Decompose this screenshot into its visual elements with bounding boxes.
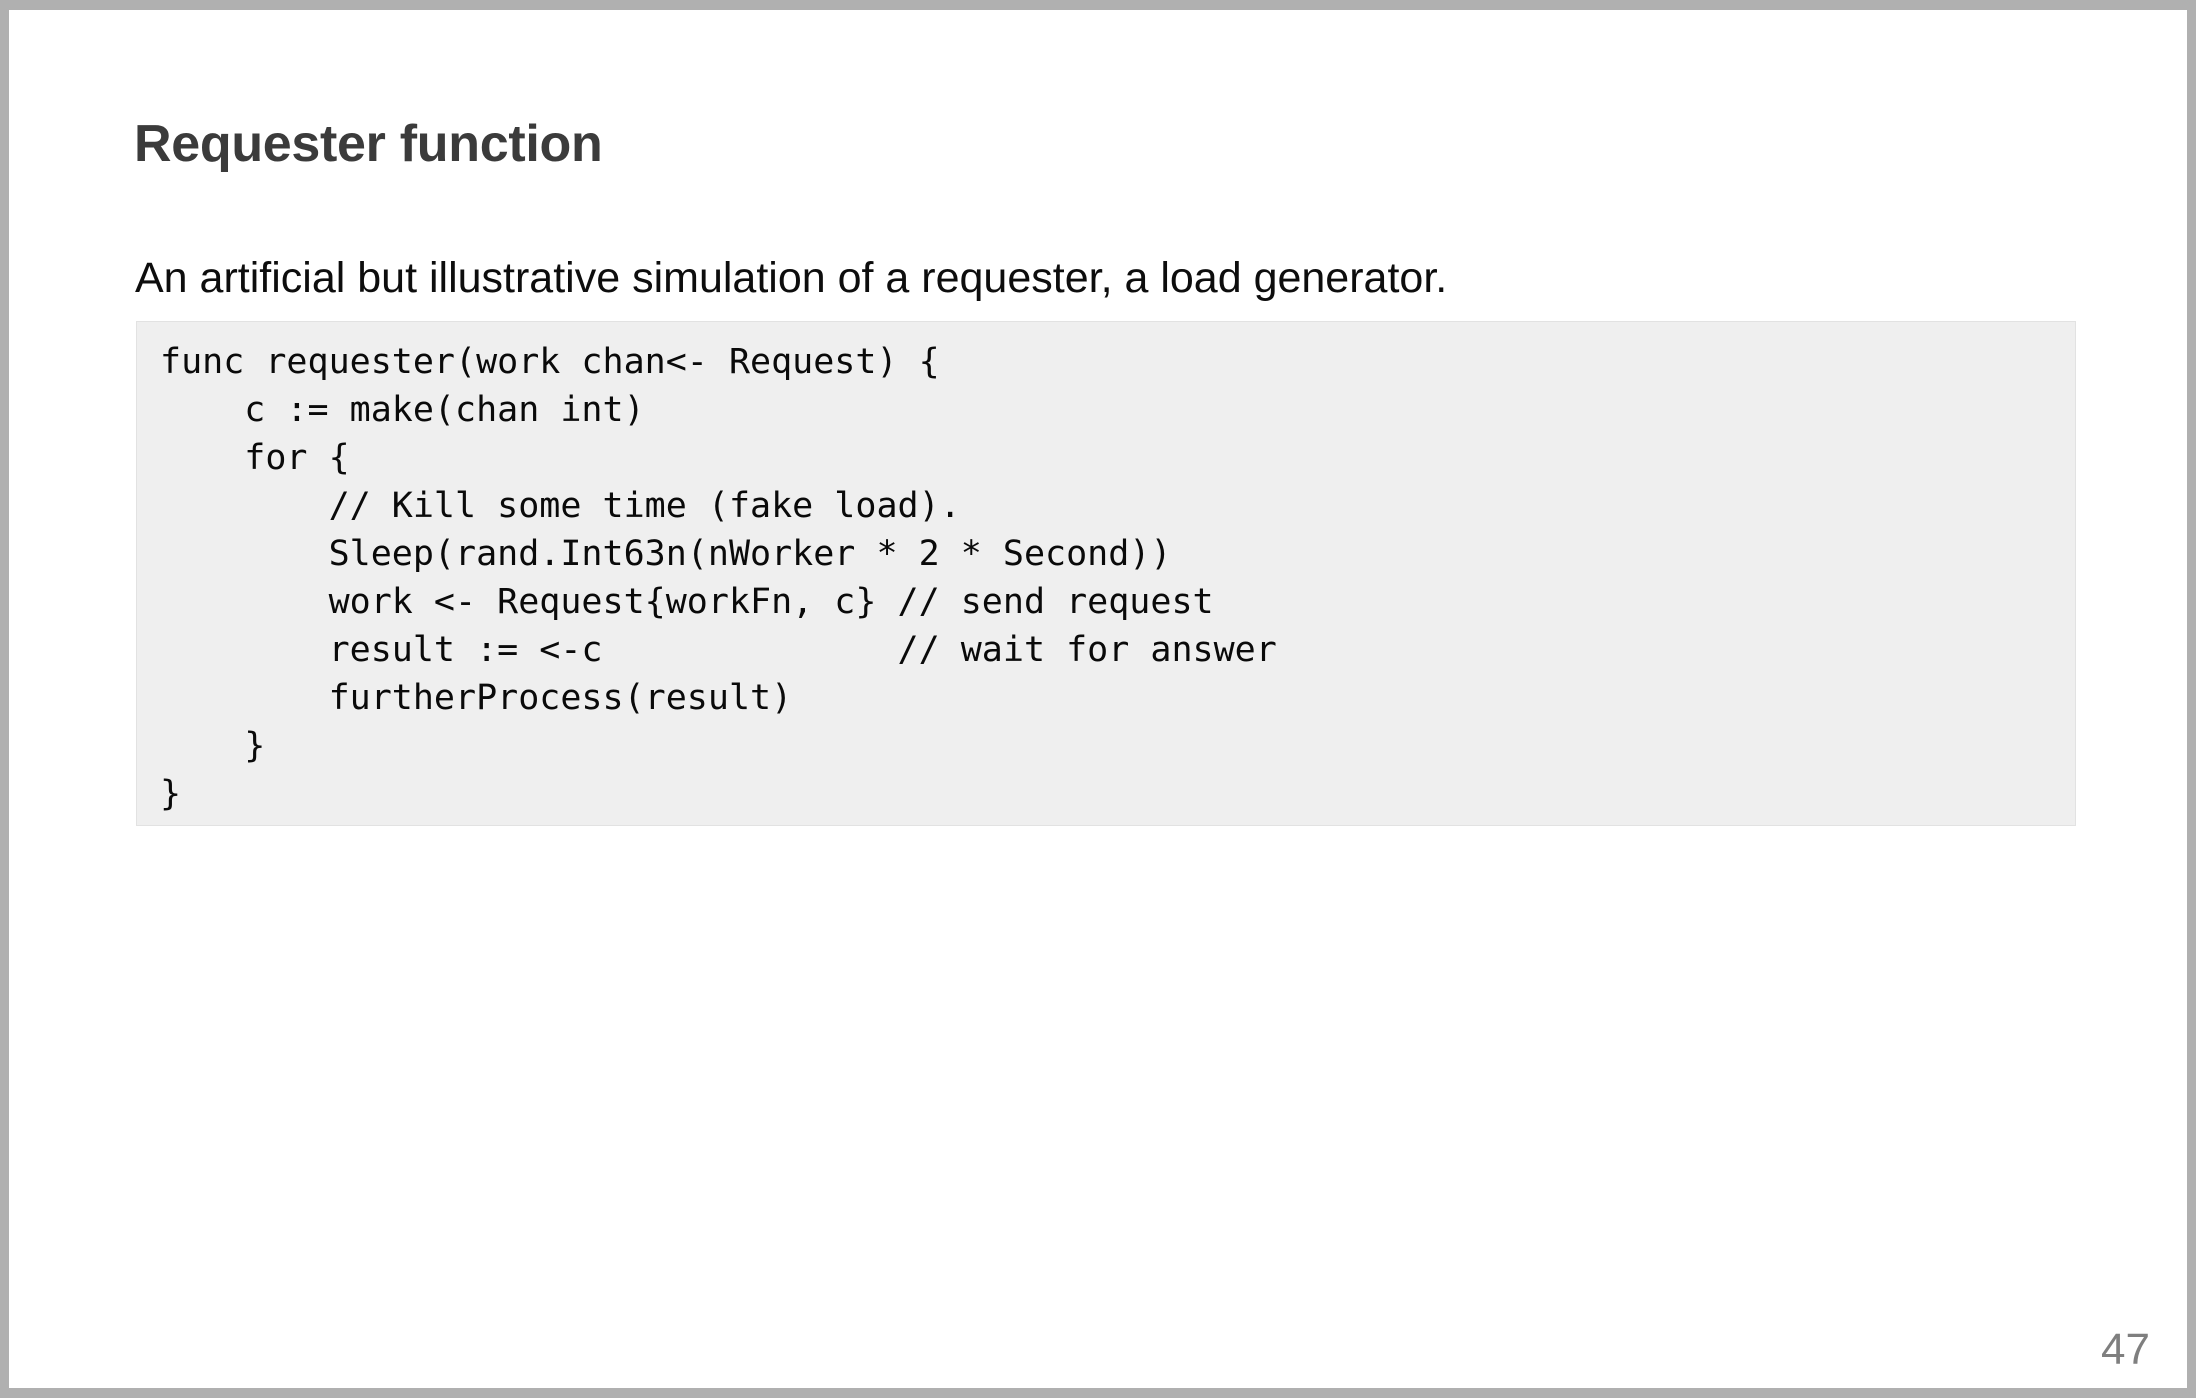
code-block: func requester(work chan<- Request) { c … <box>136 321 2076 826</box>
page-title: Requester function <box>134 114 603 173</box>
page-number: 47 <box>2101 1325 2150 1374</box>
slide-canvas: Requester function An artificial but ill… <box>9 10 2187 1388</box>
code-snippet: func requester(work chan<- Request) { c … <box>160 342 1277 814</box>
slide-subtitle-text: An artificial but illustrative simulatio… <box>135 254 1448 302</box>
